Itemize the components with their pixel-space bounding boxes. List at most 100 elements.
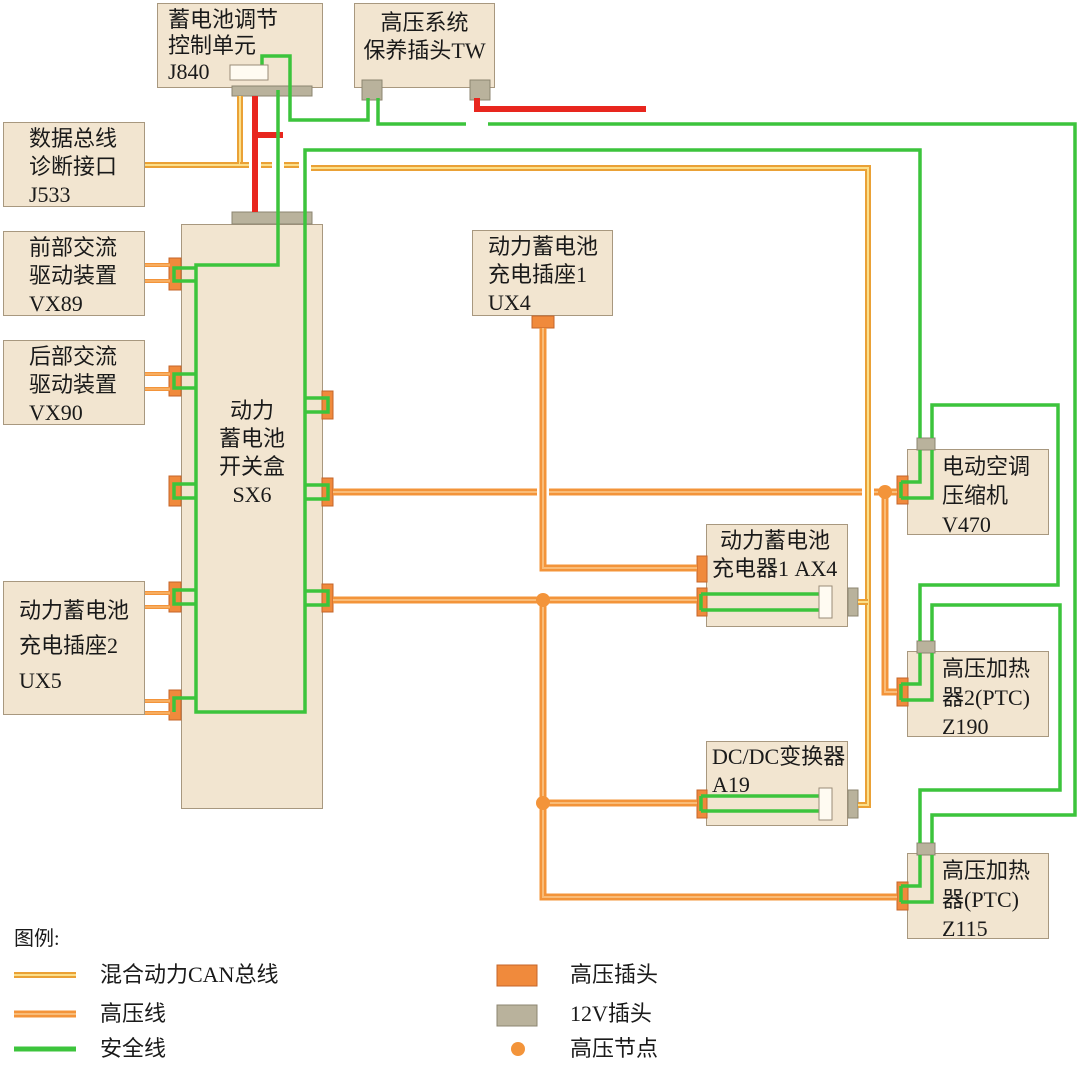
can-bus-line — [145, 96, 243, 168]
label-line: 动力蓄电池 — [488, 234, 599, 259]
legend-label: 混合动力CAN总线 — [100, 962, 279, 987]
component-vx89-label: 前部交流 驱动装置 VX89 — [4, 232, 144, 318]
component-vx90-label: 后部交流 驱动装置 VX90 — [4, 341, 144, 427]
label-line: Z115 — [942, 916, 988, 941]
label-line: DC/DC变换器 — [712, 744, 846, 769]
12v-connector — [847, 587, 859, 617]
component-j840-box: 蓄电池调节 控制单元 J840 — [157, 3, 323, 88]
label-line: 充电器1 AX4 — [712, 556, 838, 581]
high-voltage-line — [881, 492, 897, 696]
label-line: UX5 — [19, 668, 62, 693]
component-vx89-box: 前部交流 驱动装置 VX89 — [3, 231, 145, 316]
label-line: 诊断接口 — [29, 154, 118, 179]
high-voltage-line — [539, 328, 697, 572]
high-voltage-line — [145, 372, 170, 391]
label-line: 保养插头TW — [363, 38, 486, 63]
hv-connector-icon — [496, 964, 538, 987]
high-voltage-line — [145, 591, 170, 609]
label-line: 动力蓄电池 — [19, 598, 130, 623]
label-line: 动力蓄电池 — [720, 528, 831, 553]
legend-title: 图例: — [14, 928, 60, 950]
label-line: 开关盒 — [218, 454, 285, 479]
label-line: J840 — [168, 59, 210, 84]
label-line: 高压系统 — [380, 10, 469, 35]
hv-connector — [321, 583, 334, 613]
component-v470-box: 电动空调 压缩机 V470 — [907, 449, 1049, 537]
component-vx90-box: 后部交流 驱动装置 VX90 — [3, 340, 145, 425]
can-bus-line-center — [145, 96, 241, 166]
component-ux5-box: 动力蓄电池 充电插座2 UX5 — [3, 581, 145, 715]
hv-connector — [168, 257, 182, 291]
component-tw-box: 高压系统 保养插头TW — [354, 3, 495, 88]
component-z190-label: 高压加热 器2(PTC) Z190 — [908, 652, 1048, 741]
label-line: 前部交流 — [29, 235, 118, 260]
hv-connector — [168, 475, 182, 507]
component-z190-box: 高压加热 器2(PTC) Z190 — [907, 651, 1049, 739]
high-voltage-line-center — [884, 492, 897, 693]
high-voltage-line-center — [145, 373, 170, 390]
label-line: Z190 — [942, 714, 989, 739]
label-line: 电动空调 — [942, 454, 1031, 479]
label-line: 压缩机 — [942, 483, 1009, 508]
label-line: J533 — [29, 182, 71, 207]
component-ax4-label: 动力蓄电池 充电器1 AX4 — [707, 525, 847, 583]
high-voltage-line-center — [145, 700, 170, 714]
label-line: 器2(PTC) — [942, 685, 1031, 710]
component-v470-label: 电动空调 压缩机 V470 — [908, 450, 1048, 539]
high-voltage-line — [145, 699, 170, 715]
component-j533-label: 数据总线 诊断接口 J533 — [4, 123, 144, 209]
label-line: V470 — [942, 512, 991, 537]
legend-label: 12V插头 — [570, 1001, 652, 1026]
legend-label: 高压线 — [100, 1001, 167, 1026]
label-line: 控制单元 — [168, 33, 257, 58]
hv-node — [536, 796, 550, 810]
component-sx6-label: 动力 蓄电池 开关盒 SX6 — [182, 225, 322, 509]
label-line: VX90 — [29, 400, 83, 425]
high-voltage-line — [145, 263, 170, 283]
label-line: 器(PTC) — [942, 887, 1020, 912]
label-line: 驱动装置 — [29, 263, 118, 288]
legend-label: 高压插头 — [570, 962, 659, 987]
label-line: 数据总线 — [29, 126, 118, 151]
hv-node-icon — [511, 1042, 525, 1056]
component-ux5-label: 动力蓄电池 充电插座2 UX5 — [4, 582, 144, 698]
high-voltage-line-center — [145, 592, 170, 608]
label-line: 充电插座2 — [19, 633, 119, 658]
component-ax4-box: 动力蓄电池 充电器1 AX4 — [706, 524, 848, 627]
component-j840-label: 蓄电池调节 控制单元 J840 — [158, 4, 322, 85]
component-z115-label: 高压加热 器(PTC) Z115 — [908, 854, 1048, 943]
hv-node — [536, 593, 550, 607]
label-line: A19 — [712, 772, 750, 797]
label-line: 驱动装置 — [29, 372, 118, 397]
label-line: 充电插座1 — [488, 262, 588, 287]
safety-line — [376, 98, 466, 126]
label-line: 动力 — [229, 398, 274, 423]
label-line: VX89 — [29, 291, 83, 316]
label-line: SX6 — [232, 482, 272, 507]
high-voltage-line-center — [542, 328, 697, 569]
hv-connector — [168, 689, 182, 721]
legend-label: 高压节点 — [570, 1036, 659, 1061]
label-line: 后部交流 — [29, 344, 118, 369]
12v-connector-icon — [496, 1004, 538, 1027]
component-z115-box: 高压加热 器(PTC) Z115 — [907, 853, 1049, 941]
label-line: 高压加热 — [942, 858, 1031, 883]
high-voltage-line-center — [145, 264, 170, 282]
hv-connector — [168, 365, 182, 397]
legend-label: 安全线 — [100, 1036, 167, 1061]
label-line: 蓄电池 — [218, 426, 285, 451]
red-line — [474, 98, 646, 112]
label-line: UX4 — [488, 290, 531, 315]
component-a19-label: DC/DC变换器 A19 — [707, 742, 847, 799]
label-line: 高压加热 — [942, 656, 1031, 681]
hv-connector — [321, 390, 334, 420]
component-sx6-box: 动力 蓄电池 开关盒 SX6 — [181, 224, 323, 809]
12v-connector — [847, 789, 859, 819]
12v-connector — [231, 211, 313, 225]
component-a19-box: DC/DC变换器 A19 — [706, 741, 848, 826]
component-ux4-box: 动力蓄电池 充电插座1 UX4 — [472, 230, 613, 316]
hv-connector — [321, 477, 334, 507]
hv-connector — [168, 581, 182, 613]
component-j533-box: 数据总线 诊断接口 J533 — [3, 122, 145, 207]
